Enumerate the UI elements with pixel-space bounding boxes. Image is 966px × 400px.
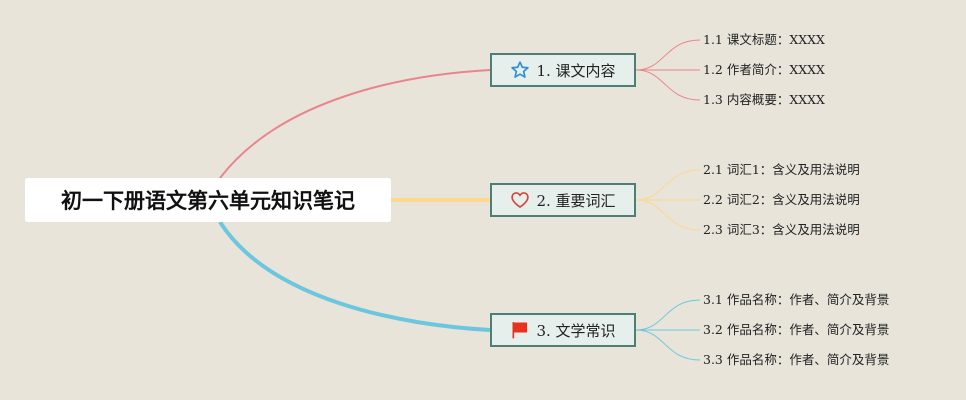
- branch-topic-2[interactable]: 2. 重要词汇: [490, 183, 636, 217]
- leaf-topic-3-2[interactable]: 3.2 作品名称：作者、简介及背景: [703, 322, 890, 337]
- root-topic-title: 初一下册语文第六单元知识笔记: [61, 189, 355, 213]
- flag-icon: [510, 320, 530, 340]
- leaf-topic-3-3[interactable]: 3.3 作品名称：作者、简介及背景: [703, 352, 890, 367]
- leaf-topic-1-3[interactable]: 1.3 内容概要：XXXX: [703, 92, 825, 107]
- leaf-topic-1-1[interactable]: 1.1 课文标题：XXXX: [703, 32, 825, 47]
- connector-leaf-3-1: [635, 299, 701, 331]
- connector-leaf-1-1: [635, 39, 701, 71]
- branch-topic-2-label: 2. 重要词汇: [536, 191, 616, 210]
- leaf-topic-2-3[interactable]: 2.3 词汇3：含义及用法说明: [703, 222, 860, 237]
- root-topic[interactable]: 初一下册语文第六单元知识笔记: [25, 178, 391, 222]
- leaf-topic-2-2[interactable]: 2.2 词汇2：含义及用法说明: [703, 192, 860, 207]
- leaf-topic-2-1[interactable]: 2.1 词汇1：含义及用法说明: [703, 162, 860, 177]
- connector-branch-1: [219, 69, 491, 179]
- branch-topic-3-label: 3. 文学常识: [536, 321, 616, 340]
- leaf-topic-3-1[interactable]: 3.1 作品名称：作者、简介及背景: [703, 292, 890, 307]
- branch-topic-1-label: 1. 课文内容: [536, 61, 616, 80]
- heart-icon: [510, 190, 530, 210]
- connector-leaf-1-3: [635, 69, 701, 101]
- connector-leaf-2-3: [635, 199, 701, 231]
- connector-leaf-2-1: [635, 169, 701, 201]
- branch-topic-3[interactable]: 3. 文学常识: [490, 313, 636, 347]
- connector-leaf-3-3: [635, 329, 701, 361]
- connector-branch-3: [218, 220, 491, 332]
- branch-topic-1[interactable]: 1. 课文内容: [490, 53, 636, 87]
- leaf-topic-1-2[interactable]: 1.2 作者简介：XXXX: [703, 62, 825, 77]
- star-icon: [510, 60, 530, 80]
